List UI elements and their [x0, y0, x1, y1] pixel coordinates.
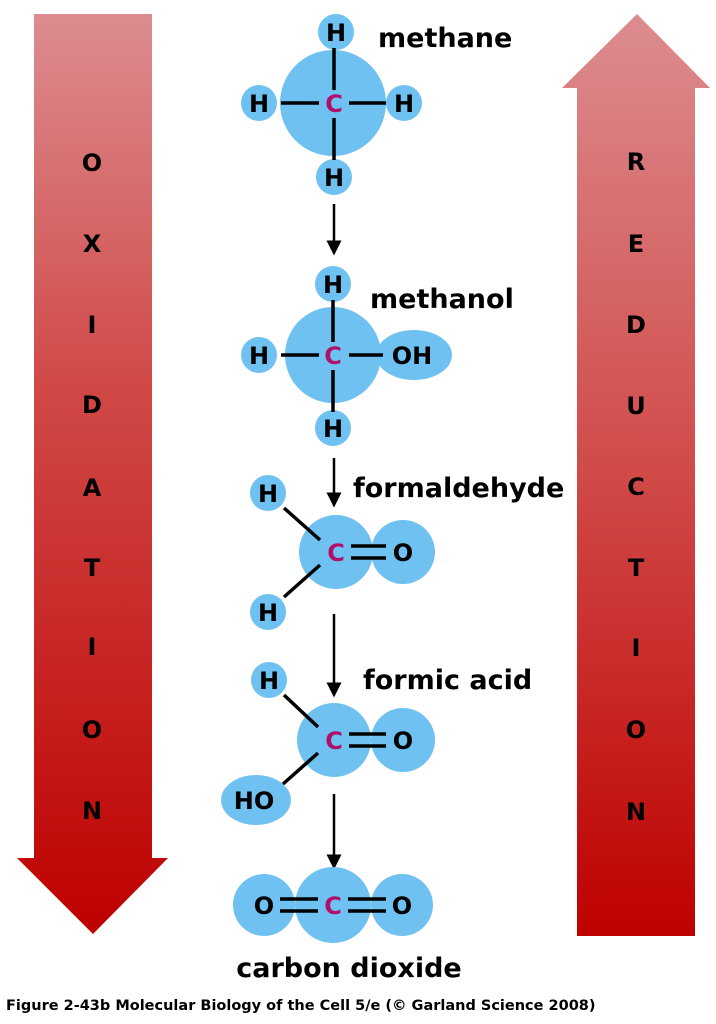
hydrogen-atom: H — [324, 164, 344, 192]
hydrogen-atom: H — [249, 342, 269, 370]
oxidation-letter: I — [88, 311, 97, 339]
oxidation-letter: N — [82, 797, 102, 825]
oxidation-arrow — [17, 14, 168, 934]
carbon-dioxide-molecule: O C O carbon dioxide — [233, 867, 462, 984]
molecule-name-methanol: methanol — [370, 284, 514, 315]
hydrogen-atom: H — [326, 19, 346, 47]
reduction-letter: O — [626, 716, 646, 744]
formaldehyde-molecule: C H H O formaldehyde — [250, 473, 564, 630]
carbon-atom: C — [324, 342, 342, 370]
oxidation-letter: D — [82, 391, 102, 419]
oxidation-letter: T — [84, 554, 101, 582]
hydrogen-atom: H — [258, 599, 278, 627]
molecule-name-methane: methane — [378, 23, 512, 54]
hydrogen-atom: H — [323, 415, 343, 443]
oxidation-letter: O — [82, 716, 102, 744]
reduction-letter: E — [628, 230, 644, 258]
methanol-molecule: C H H OH H methanol — [241, 266, 514, 446]
oxidation-letter: A — [83, 474, 102, 502]
oxygen-atom: O — [254, 892, 274, 920]
hydrogen-atom: H — [323, 271, 343, 299]
methane-molecule: C H H H H methane — [241, 14, 512, 195]
reduction-letter: U — [626, 392, 646, 420]
oxidation-letter: O — [82, 149, 102, 177]
carbon-atom: C — [325, 90, 343, 118]
oxidation-letter: X — [83, 230, 102, 258]
hydrogen-atom: H — [258, 480, 278, 508]
hydrogen-atom: H — [249, 90, 269, 118]
oxygen-atom: O — [393, 539, 413, 567]
hydrogen-atom: H — [394, 90, 414, 118]
oxygen-atom: O — [392, 892, 412, 920]
reduction-letter: D — [626, 311, 646, 339]
reduction-letter: I — [632, 634, 641, 662]
formic-acid-molecule: C H HO O formic acid — [221, 662, 532, 825]
molecule-name-formaldehyde: formaldehyde — [353, 473, 564, 504]
oxidation-letter: I — [88, 633, 97, 661]
reduction-letter: C — [627, 473, 645, 501]
molecule-name-carbon-dioxide: carbon dioxide — [236, 953, 461, 984]
figure-caption: Figure 2-43b Molecular Biology of the Ce… — [6, 998, 596, 1014]
carbon-atom: C — [324, 892, 342, 920]
hydrogen-atom: H — [259, 667, 279, 695]
hydroxyl-group: OH — [392, 342, 433, 370]
reduction-arrow — [562, 14, 710, 936]
reduction-letter: T — [628, 554, 645, 582]
hydroxyl-group: HO — [234, 787, 275, 815]
reduction-letter: N — [626, 798, 646, 826]
oxygen-atom: O — [393, 727, 413, 755]
molecule-name-formic-acid: formic acid — [363, 665, 532, 696]
carbon-atom: C — [325, 727, 343, 755]
carbon-atom: C — [327, 539, 345, 567]
reduction-letter: R — [627, 148, 645, 176]
